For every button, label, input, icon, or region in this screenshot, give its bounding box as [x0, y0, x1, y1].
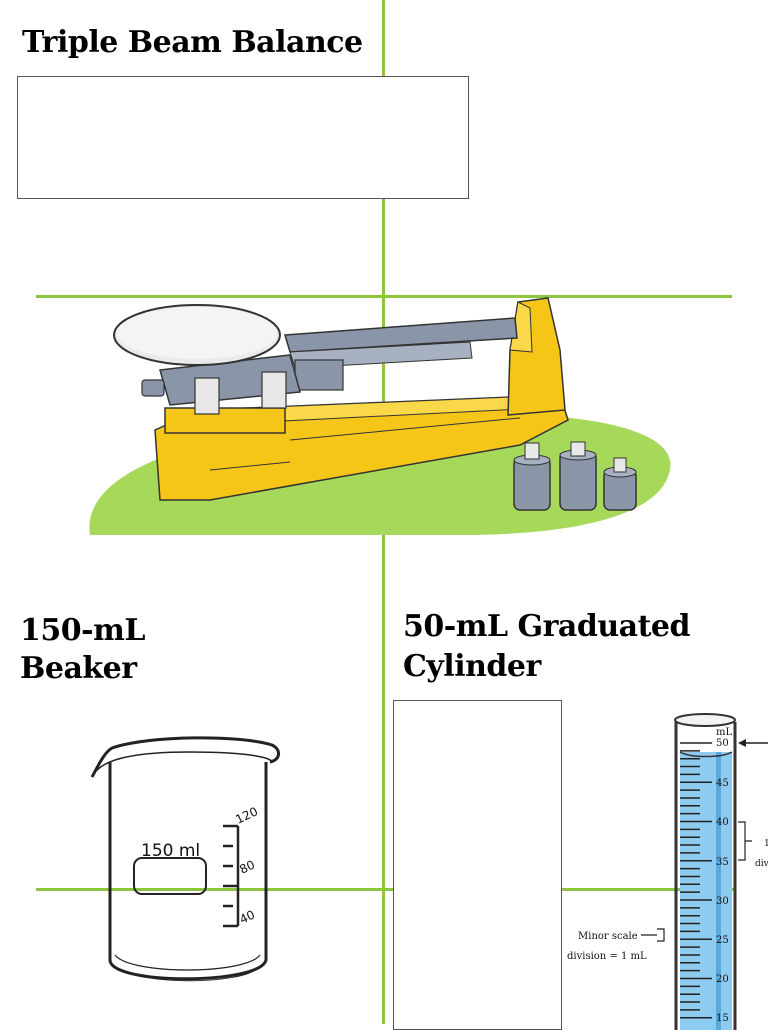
beaker-title-line1: 150-mL: [20, 613, 145, 648]
balance-title: Triple Beam Balance: [22, 25, 363, 60]
guide-line-horizontal-top: [36, 295, 732, 298]
beaker-title-line2: Beaker: [20, 651, 137, 686]
cylinder-mark-40: 40: [716, 817, 729, 828]
cylinder-unit: mL: [716, 727, 732, 738]
balance-base: [154, 394, 569, 501]
major-division-label-fragment: div: [755, 859, 768, 869]
cylinder-mark-15: 15: [716, 1013, 729, 1024]
cylinder-mark-25: 25: [716, 935, 729, 946]
balance-answer-box[interactable]: [17, 76, 469, 199]
beaker-mark-40: 40: [237, 908, 257, 927]
cylinder-mark-45: 45: [716, 778, 729, 789]
cylinder-mark-20: 20: [716, 974, 729, 985]
minor-division-label-line2: division = 1 mL: [567, 951, 647, 962]
beaker-mark-120: 120: [233, 804, 260, 826]
svg-text:1: 1: [764, 839, 768, 849]
guide-line-horizontal-bottom-right: [560, 888, 735, 891]
cylinder-title-line2: Cylinder: [403, 649, 541, 684]
minor-division-label-line1: Minor scale: [578, 931, 638, 942]
beaker-body: [108, 762, 268, 981]
balance-pan: [113, 304, 281, 366]
balance-weights: [513, 441, 637, 511]
beaker-mark-80: 80: [237, 858, 257, 877]
balance-beam: [284, 317, 518, 353]
beaker-volume-label: 150 ml: [141, 841, 200, 861]
cylinder-mark-30: 30: [716, 896, 729, 907]
balance-tower: [507, 297, 566, 416]
cylinder-mark-35: 35: [716, 857, 729, 868]
cylinder-tube: [674, 722, 737, 1030]
cylinder-title-line1: 50-mL Graduated: [403, 609, 691, 644]
cylinder-mark-50: 50: [716, 738, 729, 749]
guide-line-horizontal-bottom-left: [36, 888, 396, 891]
cylinder-liquid: [680, 752, 732, 1030]
grass-patch: [89, 413, 671, 535]
cylinder-answer-box[interactable]: [393, 700, 562, 1030]
